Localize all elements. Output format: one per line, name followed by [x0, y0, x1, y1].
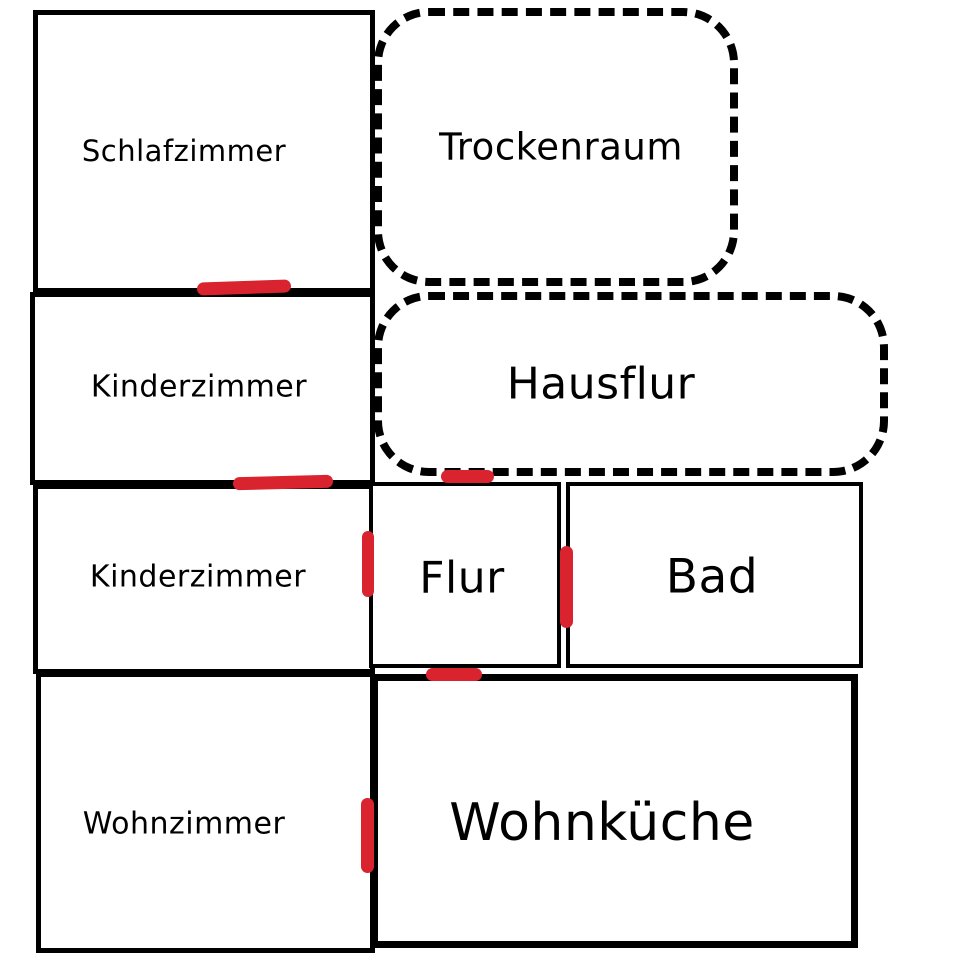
room-label-trockenraum: Trockenraum	[439, 125, 683, 169]
room-label-wohnzimmer: Wohnzimmer	[82, 806, 286, 842]
room-trockenraum	[374, 8, 738, 286]
room-label-wohnkueche: Wohnküche	[449, 793, 755, 853]
room-kinderzimmer-2	[33, 484, 375, 674]
room-label-flur: Flur	[419, 552, 505, 604]
room-wohnzimmer	[36, 672, 375, 953]
room-label-bad: Bad	[665, 549, 759, 605]
room-kinderzimmer-1	[30, 292, 375, 485]
door-marker-wohnzimmer-wohnkueche	[361, 798, 374, 873]
room-hausflur	[374, 292, 888, 476]
door-marker-flur-wohnkueche	[426, 668, 482, 681]
room-flur	[369, 482, 561, 668]
door-marker-kinderzimmer-kinderzimmer	[232, 474, 334, 491]
room-label-hausflur: Hausflur	[506, 358, 696, 410]
room-label-kinderzimmer-1: Kinderzimmer	[90, 369, 308, 405]
door-marker-flur-bad	[560, 546, 573, 628]
door-marker-hausflur-flur	[441, 470, 494, 483]
door-marker-kinderzimmer-flur	[362, 531, 374, 597]
room-wohnkueche	[371, 674, 858, 948]
room-label-schlafzimmer: Schlafzimmer	[81, 134, 287, 168]
room-label-kinderzimmer-2: Kinderzimmer	[89, 559, 307, 595]
room-schlafzimmer	[33, 10, 375, 293]
